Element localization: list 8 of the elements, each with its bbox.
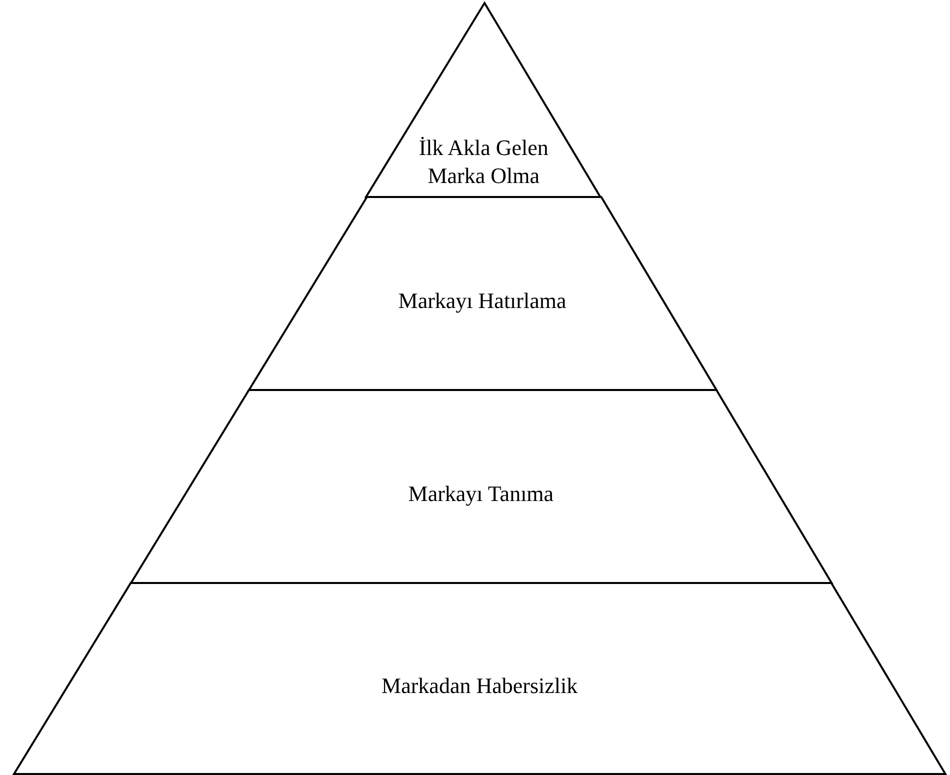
pyramid-tier	[366, 3, 601, 197]
tier-label: Markayı Hatırlama	[397, 287, 568, 316]
pyramid-tier	[130, 390, 832, 583]
tier-label: İlk Akla Gelen Marka Olma	[418, 134, 549, 190]
tier-label: Markadan Habersizlik	[380, 672, 579, 700]
pyramid-tier	[248, 197, 716, 390]
tier-label: Markayı Tanıma	[407, 480, 555, 508]
pyramid-tier	[14, 583, 946, 774]
